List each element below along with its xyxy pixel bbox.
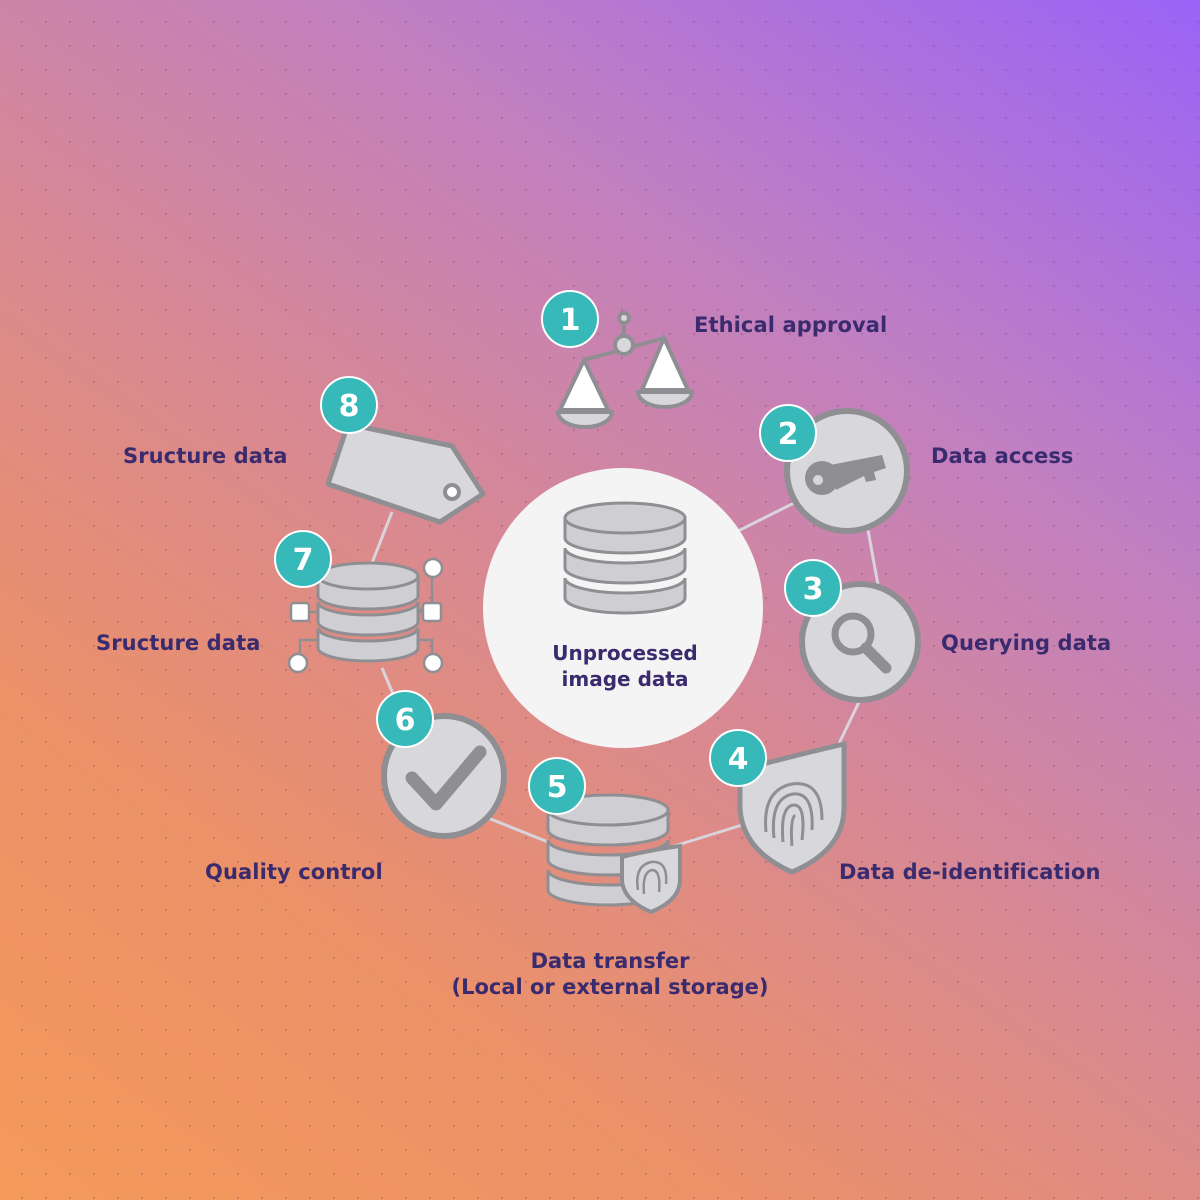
- badge-6-number: 6: [395, 703, 416, 738]
- badge-7-number: 7: [293, 543, 314, 578]
- step-badges: 1 2 3 4 5 6 7: [274, 290, 842, 815]
- center-label: Unprocessed image data: [500, 640, 750, 692]
- fingerprint-shield-icon: [737, 740, 847, 875]
- step-1-label: Ethical approval: [694, 313, 888, 337]
- step-2-label: Data access: [931, 444, 1074, 468]
- badge-6: 6: [376, 690, 434, 748]
- center-label-line-2: image data: [561, 667, 689, 691]
- badge-7: 7: [274, 530, 332, 588]
- badge-4-number: 4: [728, 742, 749, 777]
- tag-icon: [325, 421, 486, 525]
- step-5-label: Data transfer (Local or external storage…: [400, 948, 820, 1000]
- step-6-label: Quality control: [205, 860, 383, 884]
- badge-5: 5: [528, 757, 586, 815]
- badge-3-number: 3: [803, 572, 824, 607]
- key-icon: [805, 455, 886, 495]
- balance-scale-icon: [555, 311, 695, 429]
- badge-1: 1: [541, 290, 599, 348]
- checkmark-icon: [405, 745, 487, 811]
- step-3-label: Querying data: [941, 631, 1112, 655]
- badge-1-number: 1: [560, 303, 581, 338]
- badge-8-number: 8: [339, 389, 360, 424]
- center-label-line-1: Unprocessed: [552, 641, 698, 665]
- step-7-label: Sructure data: [96, 631, 261, 655]
- badge-8: 8: [320, 376, 378, 434]
- connector-2-3: [866, 529, 880, 586]
- database-icon: [563, 501, 687, 615]
- step-4-label: Data de-identification: [839, 860, 1101, 884]
- database-network-icon: [287, 557, 444, 674]
- badge-2: 2: [759, 404, 817, 462]
- step-5-label-line-1: Data transfer: [530, 949, 690, 973]
- step-5-label-line-2: (Local or external storage): [451, 975, 769, 999]
- connector-5-6: [487, 816, 549, 844]
- badge-3: 3: [784, 559, 842, 617]
- badge-5-number: 5: [547, 770, 568, 805]
- badge-4: 4: [709, 729, 767, 787]
- connector-7-8: [368, 511, 394, 569]
- magnifier-icon: [831, 612, 892, 674]
- badge-2-number: 2: [778, 417, 799, 452]
- step-8-label: Sructure data: [123, 444, 288, 468]
